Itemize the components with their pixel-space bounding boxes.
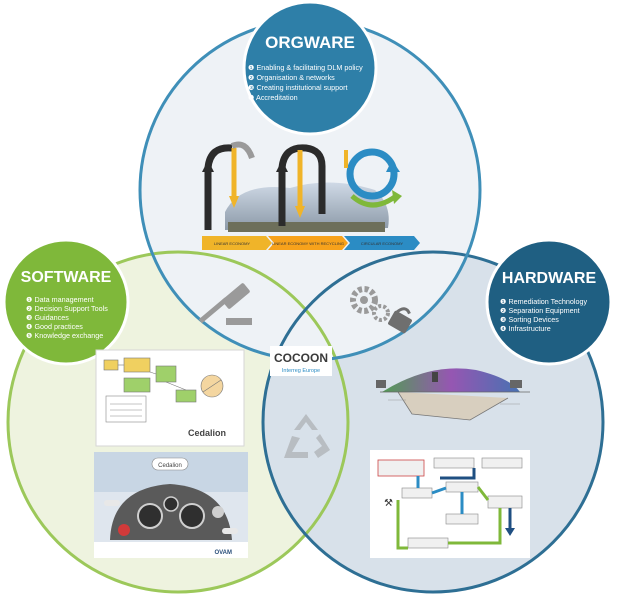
cocoon-logo: COCOON Interreg Europe bbox=[270, 346, 332, 376]
orgware-title: ORGWARE bbox=[265, 33, 355, 52]
economy-label: LINEAR ECONOMY WITH RECYCLING bbox=[272, 241, 344, 246]
software-item: ❹ Good practices bbox=[26, 322, 83, 331]
software-item: ❷ Decision Support Tools bbox=[26, 304, 108, 313]
hardware-item: ❹ Infrastructure bbox=[500, 324, 551, 333]
orgware-item: ❸ Creating institutional support bbox=[248, 83, 348, 92]
hardware-bubble: HARDWARE ❶ Remediation Technology ❷ Sepa… bbox=[485, 238, 613, 366]
hardware-item: ❶ Remediation Technology bbox=[500, 297, 587, 306]
software-item: ❺ Knowledge exchange bbox=[26, 331, 103, 340]
software-dashboard-image: Cedalion OVAM bbox=[94, 452, 248, 558]
shovel-icon: ⚒ bbox=[384, 498, 393, 509]
orgware-item: ❷ Organisation & networks bbox=[248, 73, 335, 82]
orgware-item: ❶ Enabling & facilitating DLM policy bbox=[248, 63, 363, 72]
orgware-item: ❹ Accreditation bbox=[248, 93, 298, 102]
hardware-item: ❷ Separation Equipment bbox=[500, 306, 580, 315]
software-item: ❶ Data management bbox=[26, 295, 94, 304]
hardware-item: ❸ Sorting Devices bbox=[500, 315, 559, 324]
recycle-icon bbox=[284, 414, 330, 458]
cocoon-subtitle: Interreg Europe bbox=[282, 368, 320, 374]
software-item: ❸ Guidances bbox=[26, 313, 69, 322]
software-bubble: SOFTWARE ❶ Data management ❷ Decision Su… bbox=[2, 238, 130, 366]
hardware-title: HARDWARE bbox=[502, 270, 597, 287]
orgware-bubble: ORGWARE ❶ Enabling & facilitating DLM po… bbox=[242, 0, 378, 136]
software-title: SOFTWARE bbox=[21, 269, 112, 286]
landfill-cross-section-image bbox=[376, 368, 530, 421]
ovam-logo: OVAM bbox=[214, 550, 232, 556]
economy-label: CIRCULAR ECONOMY bbox=[361, 241, 404, 246]
economy-illustration: LINEAR ECONOMY LINEAR ECONOMY WITH RECYC… bbox=[202, 141, 420, 250]
hardware-flowchart-image: ⚒ bbox=[370, 450, 530, 558]
cocoon-name: COCOON bbox=[274, 351, 328, 365]
gavel-icon bbox=[198, 283, 252, 325]
cedalion-logo: Cedalion bbox=[188, 428, 226, 438]
dashboard-logo: Cedalion bbox=[158, 463, 182, 469]
software-flowchart-image: Cedalion bbox=[95, 349, 245, 447]
economy-label: LINEAR ECONOMY bbox=[214, 241, 251, 246]
gear-lock-icon bbox=[350, 286, 412, 334]
